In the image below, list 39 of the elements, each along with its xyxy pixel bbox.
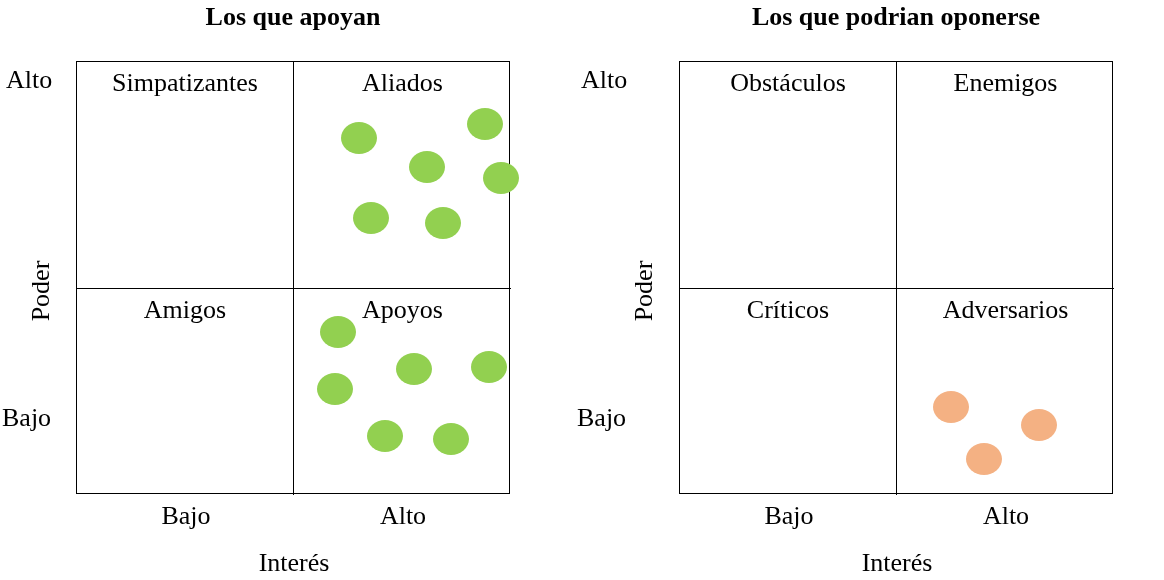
quadrant-label: Apoyos [361, 295, 444, 325]
axis-tick-label: Alto [379, 501, 427, 531]
dot-marker [320, 316, 356, 348]
axis-tick-label: Alto [581, 65, 628, 95]
quadrant-cell [77, 62, 294, 289]
quadrant-cell [680, 62, 897, 289]
quadrant-label: Aliados [361, 68, 444, 98]
dot-marker [317, 373, 353, 405]
quadrant-label: Amigos [142, 295, 228, 325]
axis-tick-label: Bajo [764, 501, 814, 531]
axis-tick-label: Bajo [577, 403, 627, 433]
dot-marker [433, 423, 469, 455]
axis-tick-label: Bajo [2, 403, 52, 433]
dot-marker [966, 443, 1002, 475]
axis-tick-label: Alto [982, 501, 1030, 531]
dot-marker [1021, 409, 1057, 441]
axis-tick-label: Bajo [161, 501, 211, 531]
y-axis-label: Poder [26, 260, 56, 322]
dot-marker [409, 151, 445, 183]
quadrant-label: Adversarios [941, 295, 1070, 325]
dot-marker [471, 351, 507, 383]
dot-marker [341, 122, 377, 154]
axis-tick-label: Alto [6, 65, 53, 95]
quadrant-label: Simpatizantes [111, 68, 259, 98]
dot-marker [425, 207, 461, 239]
x-axis-label: Interés [258, 548, 330, 578]
dot-marker [353, 202, 389, 234]
dot-marker [933, 391, 969, 423]
dot-marker [483, 162, 519, 194]
dot-marker [367, 420, 403, 452]
dot-marker [396, 353, 432, 385]
dot-marker [467, 108, 503, 140]
quadrant-label: Obstáculos [729, 68, 847, 98]
matrix-title: Los que apoyan [204, 2, 382, 32]
quadrant-label: Enemigos [952, 68, 1059, 98]
matrix-title: Los que podrian oponerse [750, 2, 1042, 32]
x-axis-label: Interés [861, 548, 933, 578]
quadrant-label: Críticos [745, 295, 831, 325]
y-axis-label: Poder [629, 260, 659, 322]
